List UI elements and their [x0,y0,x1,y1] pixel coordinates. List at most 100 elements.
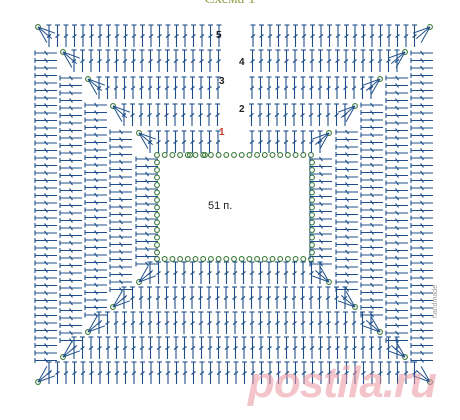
double-crochet-symbol [326,76,331,99]
double-crochet-symbol [309,254,332,259]
double-crochet-symbol [84,177,107,183]
corner-fan-stitch [37,26,53,39]
double-crochet-symbol [172,103,178,126]
double-crochet-symbol [410,140,433,146]
double-crochet-symbol [147,76,153,99]
double-crochet-symbol [135,239,158,244]
double-crochet-symbol [164,76,170,99]
double-crochet-symbol [34,328,57,333]
double-crochet-symbol [198,130,204,153]
double-crochet-symbol [360,305,383,310]
double-crochet-symbol [410,200,433,206]
double-crochet-symbol [165,361,171,384]
double-crochet-symbol [335,174,358,180]
double-crochet-symbol [360,147,383,153]
double-crochet-symbol [122,336,128,359]
watermark-text: postila.ru [248,358,437,407]
double-crochet-symbol [207,336,213,359]
double-crochet-symbol [343,76,348,99]
corner-fan-stitch [37,366,48,383]
double-crochet-symbol [165,336,170,359]
double-crochet-symbol [410,185,433,191]
double-crochet-symbol [386,361,392,384]
double-crochet-symbol [292,130,297,153]
double-crochet-symbol [224,336,230,359]
double-crochet-symbol [215,261,221,284]
chain-stitch-symbol [269,152,276,158]
double-crochet-symbol [385,248,408,253]
double-crochet-symbol [335,287,358,292]
corner-fan-stitch [415,370,431,383]
double-crochet-symbol [318,361,324,384]
double-crochet-symbol [164,286,169,309]
double-crochet-symbol [173,311,178,334]
corner-fan-stitch [362,78,381,86]
corner-fan-stitch [387,51,406,59]
chain-stitch-symbol [284,152,291,158]
double-crochet-symbol [232,261,238,284]
double-crochet-symbol [385,218,408,223]
double-crochet-symbol [274,286,280,309]
double-crochet-symbol [34,350,57,356]
double-crochet-symbol [190,311,195,334]
double-crochet-symbol [215,103,220,126]
double-crochet-symbol [189,103,195,126]
double-crochet-symbol [360,222,383,228]
double-crochet-symbol [385,300,408,306]
double-crochet-symbol [34,215,57,221]
double-crochet-symbol [34,253,57,258]
double-crochet-symbol [301,24,307,47]
chain-stitch-symbol [309,182,315,188]
double-crochet-symbol [318,49,323,72]
chain-stitch-symbol [238,152,245,158]
chain-stitch-symbol [202,152,208,158]
double-crochet-symbol [309,194,332,199]
double-crochet-symbol [309,246,332,252]
double-crochet-symbol [130,103,135,126]
double-crochet-symbol [410,335,433,341]
double-crochet-symbol [190,49,196,72]
double-crochet-symbol [59,180,82,186]
double-crochet-symbol [109,182,132,187]
double-crochet-symbol [335,24,341,47]
chain-stitch-symbol [207,256,214,262]
double-crochet-symbol [410,73,433,78]
double-crochet-symbol [34,283,57,288]
double-crochet-symbol [59,195,82,201]
double-crochet-symbol [59,323,82,328]
chain-stitch-symbol [35,379,41,385]
double-crochet-symbol [317,103,322,126]
double-crochet-symbol [335,361,341,384]
double-crochet-symbol [59,308,82,313]
double-crochet-symbol [123,24,128,47]
double-crochet-symbol [207,76,212,99]
chain-stitch-symbol [352,304,358,310]
double-crochet-symbol [410,193,433,198]
double-crochet-symbol [84,305,107,310]
double-crochet-symbol [181,261,187,284]
corner-fan-stitch [138,132,149,149]
double-crochet-symbol [181,130,187,153]
chain-stitch-symbol [427,379,433,385]
double-crochet-symbol [309,239,332,244]
chain-stitch-symbol [85,329,91,335]
double-crochet-symbol [308,286,314,309]
double-crochet-symbol [34,193,57,198]
double-crochet-symbol [59,135,82,141]
chain-stitch-symbol [154,234,160,241]
double-crochet-symbol [34,170,57,176]
double-crochet-symbol [241,311,246,334]
double-crochet-symbol [360,49,366,72]
corner-fan-stitch [395,341,406,358]
double-crochet-symbol [34,335,57,341]
double-crochet-symbol [147,103,152,126]
chain-stitch-symbol [110,103,116,109]
double-crochet-symbol [109,197,132,202]
chart-title: Схема 1 [0,0,460,8]
double-crochet-symbol [59,203,82,208]
double-crochet-symbol [385,135,408,141]
double-crochet-symbol [34,65,57,71]
double-crochet-symbol [360,155,383,160]
double-crochet-symbol [139,49,145,72]
